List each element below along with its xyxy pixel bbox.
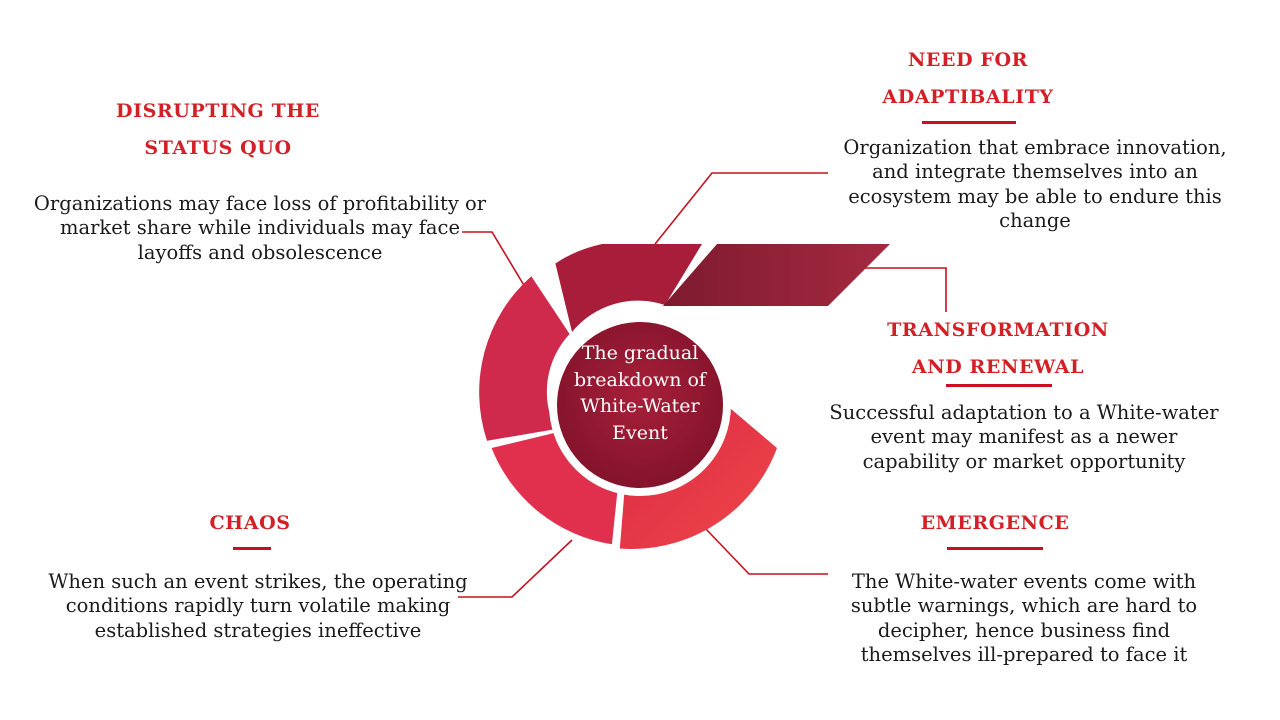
desc-line: When such an event strikes, the operatin…	[48, 570, 468, 593]
adaptability-title: NEED FOR ADAPTIBALITY	[848, 42, 1088, 116]
disrupting-description: Organizations may face loss of profitabi…	[20, 192, 500, 265]
desc-line: established strategies ineffective	[94, 618, 422, 642]
adaptability-rule	[922, 121, 1016, 124]
desc-line: ecosystem may be able to endure this	[848, 184, 1222, 208]
desc-line: event may manifest as a newer	[870, 425, 1178, 449]
segment-disrupting	[479, 276, 570, 441]
title-line: ADAPTIBALITY	[882, 86, 1054, 109]
segment-adaptability	[555, 244, 702, 332]
title-line: DISRUPTING THE	[116, 100, 320, 122]
desc-line: Organization that embrace innovation,	[843, 136, 1227, 159]
adaptability-description: Organization that embrace innovation, an…	[830, 136, 1240, 234]
title-line: EMERGENCE	[920, 512, 1070, 534]
transformation-rule	[946, 384, 1052, 387]
transformation-description: Successful adaptation to a White-water e…	[814, 401, 1234, 474]
desc-line: change	[999, 209, 1071, 233]
connector-chaos	[458, 539, 573, 598]
desc-line: and integrate themselves into an	[872, 160, 1198, 184]
desc-line: themselves ill-prepared to face it	[860, 643, 1188, 667]
desc-line: The White-water events come with	[851, 570, 1197, 593]
title-line: STATUS QUO	[144, 137, 292, 160]
center-line: breakdown of	[574, 368, 706, 391]
desc-line: capability or market opportunity	[862, 449, 1186, 473]
connector-transformation	[865, 267, 947, 312]
disrupting-title: DISRUPTING THE STATUS QUO	[98, 93, 338, 167]
center-line: Event	[612, 421, 668, 444]
segment-transformation	[663, 244, 890, 306]
center-line: White-Water	[580, 395, 700, 418]
desc-line: subtle warnings, which are hard to	[850, 594, 1198, 618]
desc-line: market share while individuals may face	[59, 216, 461, 240]
chaos-rule	[233, 547, 271, 550]
emergence-rule	[947, 547, 1043, 550]
transformation-title: TRANSFORMATION AND RENEWAL	[868, 312, 1128, 386]
connector-disrupting	[462, 231, 526, 288]
emergence-title: EMERGENCE	[895, 505, 1095, 542]
center-line: The gradual	[581, 342, 699, 364]
emergence-description: The White-water events come with subtle …	[824, 570, 1224, 668]
desc-line: conditions rapidly turn volatile making	[65, 594, 451, 618]
chaos-title: CHAOS	[180, 505, 320, 542]
center-label: The gradual breakdown of White-Water Eve…	[560, 340, 720, 446]
connector-adaptability	[654, 172, 828, 245]
desc-line: decipher, hence business find	[877, 618, 1171, 642]
title-line: AND RENEWAL	[911, 356, 1085, 379]
chaos-description: When such an event strikes, the operatin…	[38, 570, 478, 643]
center-core	[549, 314, 731, 496]
title-line: TRANSFORMATION	[887, 319, 1109, 341]
title-line: CHAOS	[209, 512, 291, 534]
desc-line: Organizations may face loss of profitabi…	[33, 192, 487, 215]
title-line: NEED FOR	[907, 49, 1029, 71]
desc-line: layoffs and obsolescence	[137, 240, 383, 264]
desc-line: Successful adaptation to a White-water	[829, 401, 1219, 424]
connector-emergence	[704, 527, 828, 575]
